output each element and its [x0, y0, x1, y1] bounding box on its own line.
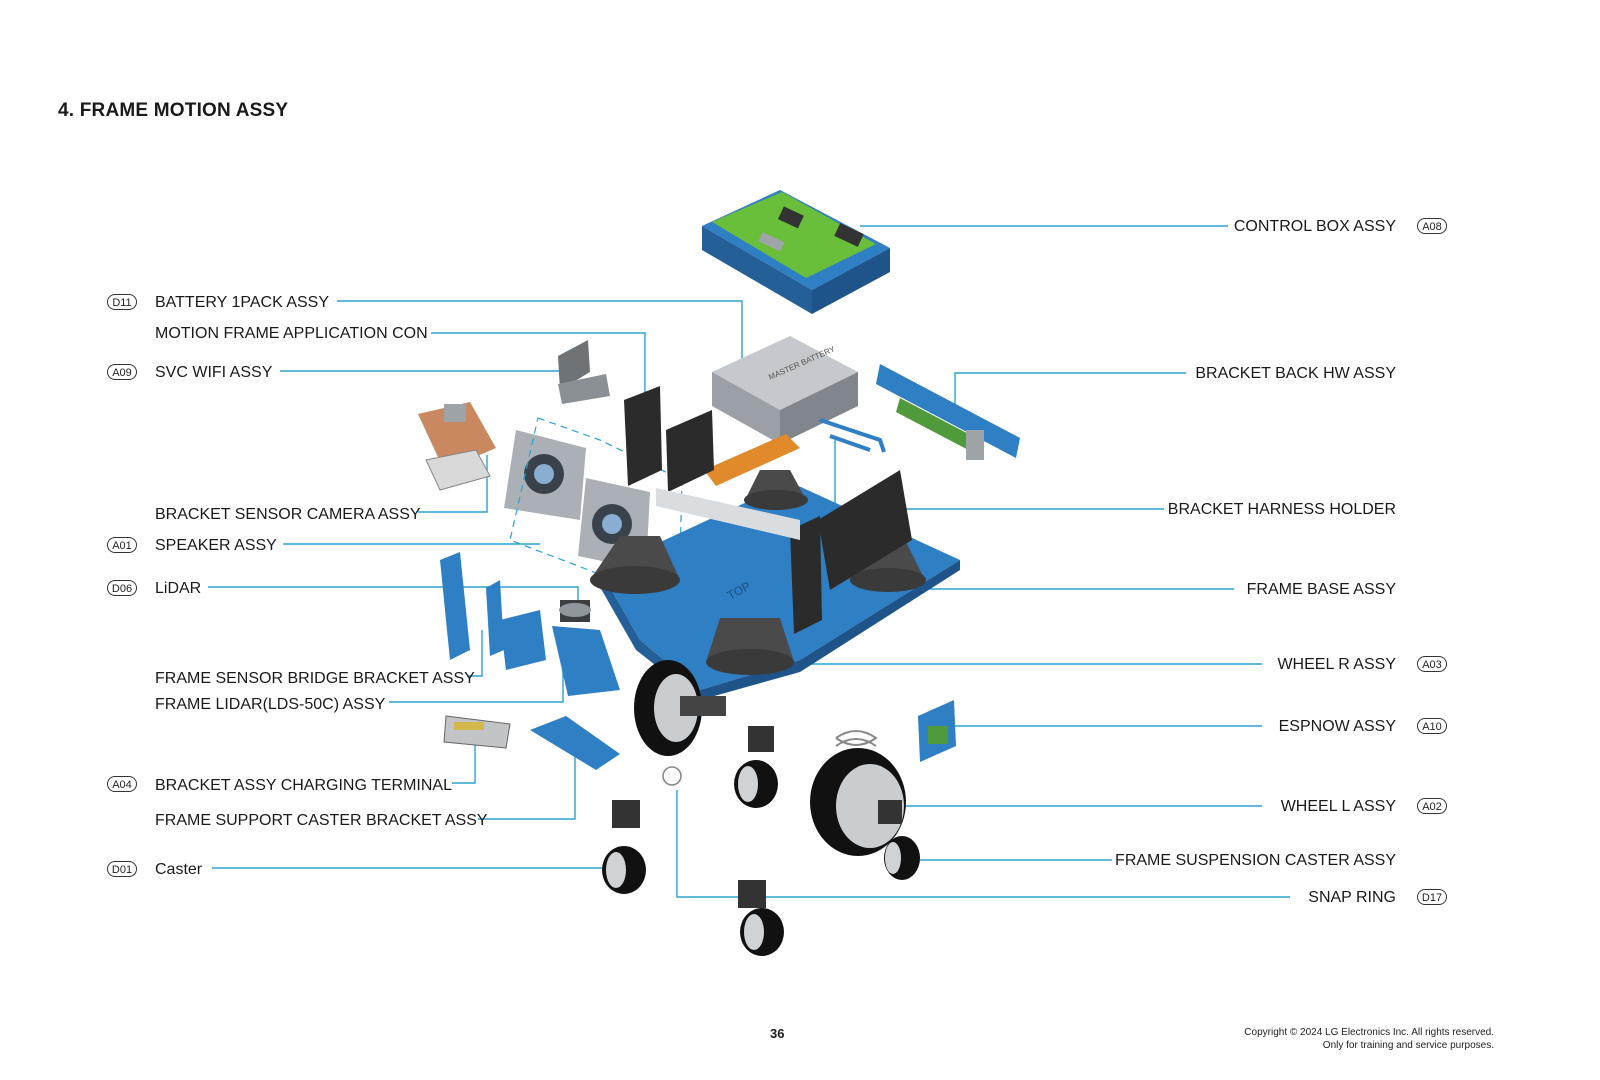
leader-snap-ring — [676, 790, 1290, 898]
code-badge-caster: D01 — [107, 861, 137, 877]
snap-ring-part — [662, 766, 682, 786]
lidar-area-parts — [440, 552, 620, 696]
code-badge-svc-wifi: A09 — [107, 364, 137, 380]
bracket-back-hw-part — [876, 364, 1020, 460]
leader-frame-sensor-bridge — [467, 630, 483, 677]
code-badge-wheel-l: A02 — [1417, 798, 1447, 814]
copyright-line-2: Only for training and service purposes. — [1322, 1040, 1494, 1051]
code-badge-snap-ring: D17 — [1417, 889, 1447, 905]
label-snap-ring: SNAP RING — [1308, 889, 1396, 906]
label-lidar: LiDAR — [155, 580, 202, 597]
caster-4 — [738, 880, 784, 956]
charging-and-support-parts — [443, 715, 620, 770]
wheel-l-part — [810, 730, 906, 856]
caster-parts — [602, 726, 920, 956]
code-badge-espnow: A10 — [1417, 718, 1447, 734]
wheel-r-part — [634, 660, 726, 756]
leader-battery — [337, 300, 743, 372]
label-wheel-r: WHEEL R ASSY — [1277, 656, 1396, 673]
label-frame-base: FRAME BASE ASSY — [1246, 581, 1396, 598]
espnow-part — [918, 700, 956, 762]
code-badge-speaker: A01 — [107, 537, 137, 553]
leader-lidar — [208, 586, 579, 615]
motor-housings — [590, 470, 926, 675]
caster-3 — [878, 800, 920, 880]
label-espnow: ESPNOW ASSY — [1278, 718, 1396, 735]
control-box-part — [702, 190, 890, 314]
harness-and-brackets — [624, 386, 912, 634]
label-motion-frame-app: MOTION FRAME APPLICATION CON — [155, 325, 428, 342]
leader-bracket-back-hw — [954, 372, 1186, 425]
code-badge-battery: D11 — [107, 294, 137, 310]
label-bracket-harness-holder: BRACKET HARNESS HOLDER — [1167, 501, 1396, 518]
bracket-harness-holder-part — [819, 418, 886, 453]
bracket-sensor-camera-part — [418, 402, 496, 491]
leader-charging-terminal — [452, 740, 476, 784]
code-badge-control-box: A08 — [1417, 218, 1447, 234]
label-bracket-back-hw: BRACKET BACK HW ASSY — [1195, 365, 1396, 382]
label-bracket-sensor-camera: BRACKET SENSOR CAMERA ASSY — [155, 506, 421, 523]
caster-1 — [734, 726, 778, 808]
label-charging-terminal: BRACKET ASSY CHARGING TERMINAL — [155, 777, 452, 794]
label-control-box: CONTROL BOX ASSY — [1233, 218, 1396, 235]
label-support-caster-bracket: FRAME SUPPORT CASTER BRACKET ASSY — [155, 812, 488, 829]
label-battery: BATTERY 1PACK ASSY — [155, 294, 329, 311]
label-wheel-l: WHEEL L ASSY — [1280, 798, 1396, 815]
label-frame-sensor-bridge: FRAME SENSOR BRIDGE BRACKET ASSY — [155, 670, 475, 687]
label-svc-wifi: SVC WIFI ASSY — [155, 364, 273, 381]
label-speaker: SPEAKER ASSY — [155, 537, 277, 554]
page-number: 36 — [770, 1026, 785, 1041]
code-badge-lidar: D06 — [107, 580, 137, 596]
page-title: 4. FRAME MOTION ASSY — [58, 100, 289, 121]
label-caster: Caster — [155, 861, 203, 878]
code-badge-charging-terminal: A04 — [107, 776, 137, 792]
label-frame-lidar: FRAME LIDAR(LDS-50C) ASSY — [155, 696, 386, 713]
copyright-line-1: Copyright © 2024 LG Electronics Inc. All… — [1244, 1027, 1494, 1038]
label-suspension-caster: FRAME SUSPENSION CASTER ASSY — [1115, 852, 1396, 869]
leader-support-caster — [478, 740, 576, 820]
svc-wifi-part — [558, 340, 610, 404]
copyright-notice: Copyright © 2024 LG Electronics Inc. All… — [1244, 1026, 1494, 1052]
code-badge-wheel-r: A03 — [1417, 656, 1447, 672]
battery-part: MASTER BATTERY — [712, 336, 858, 444]
caster-2 — [602, 800, 646, 894]
